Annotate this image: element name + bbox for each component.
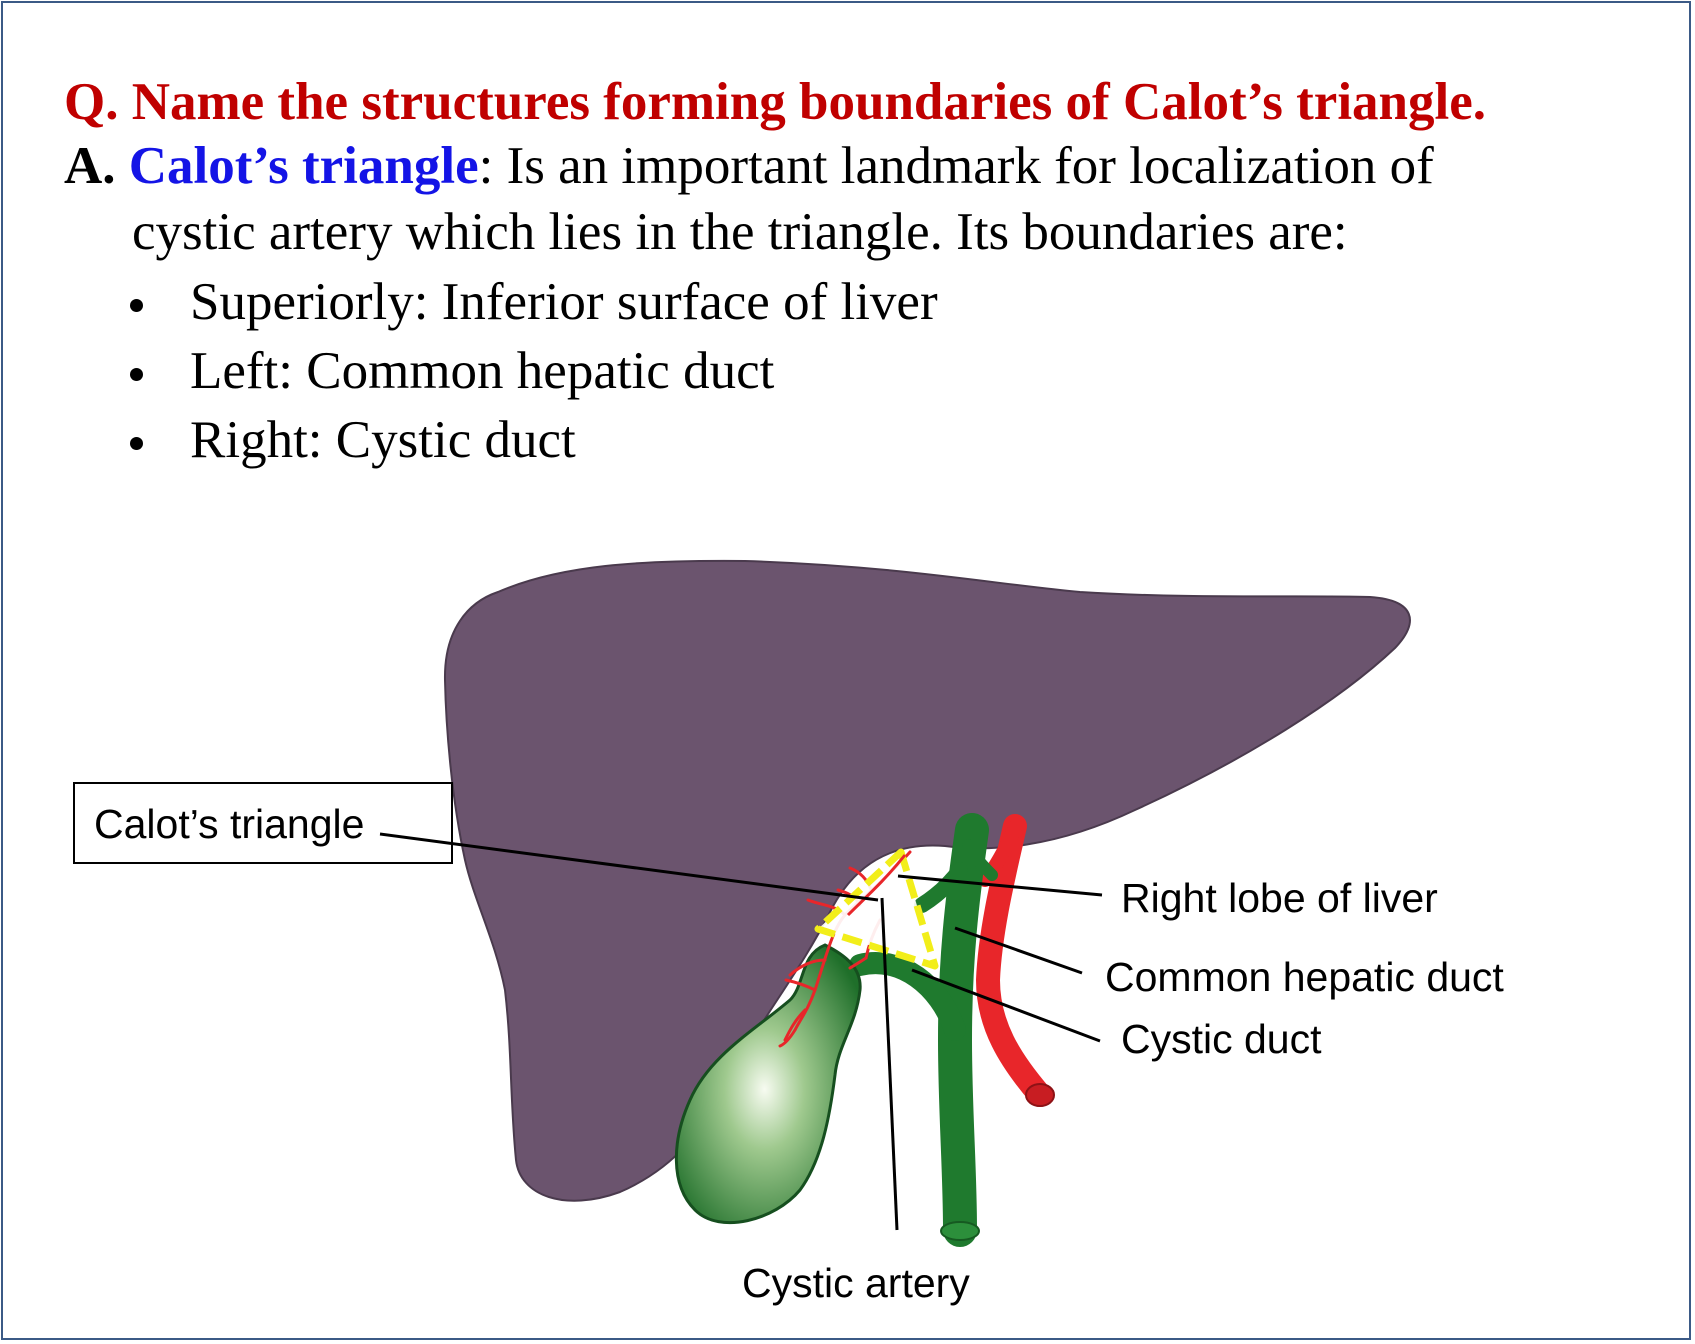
gallbladder — [674, 943, 862, 1225]
boundaries-list: Superiorly: Inferior surface of liver Le… — [128, 268, 938, 475]
answer-term: Calot’s triangle — [128, 137, 479, 195]
leader-right-lobe — [897, 874, 1103, 897]
hepatic-duct-branch-left — [914, 862, 968, 913]
leader-lines — [379, 832, 1103, 1231]
cystic-duct-shape — [849, 952, 966, 1041]
question-text: Q. Name the structures forming boundarie… — [64, 73, 1487, 131]
hepatic-artery — [975, 814, 1052, 1107]
calots-triangle-label-box — [73, 782, 453, 864]
leader-cystic-duct — [911, 968, 1101, 1043]
answer-prefix: A. — [64, 137, 116, 195]
leader-common-hepatic-duct — [954, 926, 1083, 975]
common-hepatic-duct-label: Common hepatic duct — [1105, 954, 1504, 1000]
calots-triangle-outline — [814, 848, 939, 970]
cystic-artery-label: Cystic artery — [742, 1260, 970, 1306]
cystic-artery-inner — [846, 854, 907, 917]
hepatic-artery-end — [1025, 1083, 1055, 1107]
leader-cystic-artery — [880, 897, 899, 1231]
boundary-superior: Superiorly: Inferior surface of liver — [128, 268, 938, 337]
right-lobe-label: Right lobe of liver — [1121, 875, 1438, 921]
hepatic-duct-branch-right — [962, 839, 998, 881]
duct-end — [940, 1221, 980, 1241]
cystic-duct-label: Cystic duct — [1121, 1016, 1322, 1062]
calots-triangle-label: Calot’s triangle — [94, 801, 364, 847]
boundary-left: Left: Common hepatic duct — [128, 337, 938, 406]
answer-line2: cystic artery which lies in the triangle… — [132, 203, 1348, 261]
boundary-right: Right: Cystic duct — [128, 406, 938, 475]
leader-calots-triangle — [379, 832, 879, 902]
answer-line1: : Is an important landmark for localizat… — [478, 137, 1434, 195]
answer-text: A. Calot’s triangle: Is an important lan… — [64, 133, 1624, 265]
liver — [443, 559, 1411, 1202]
